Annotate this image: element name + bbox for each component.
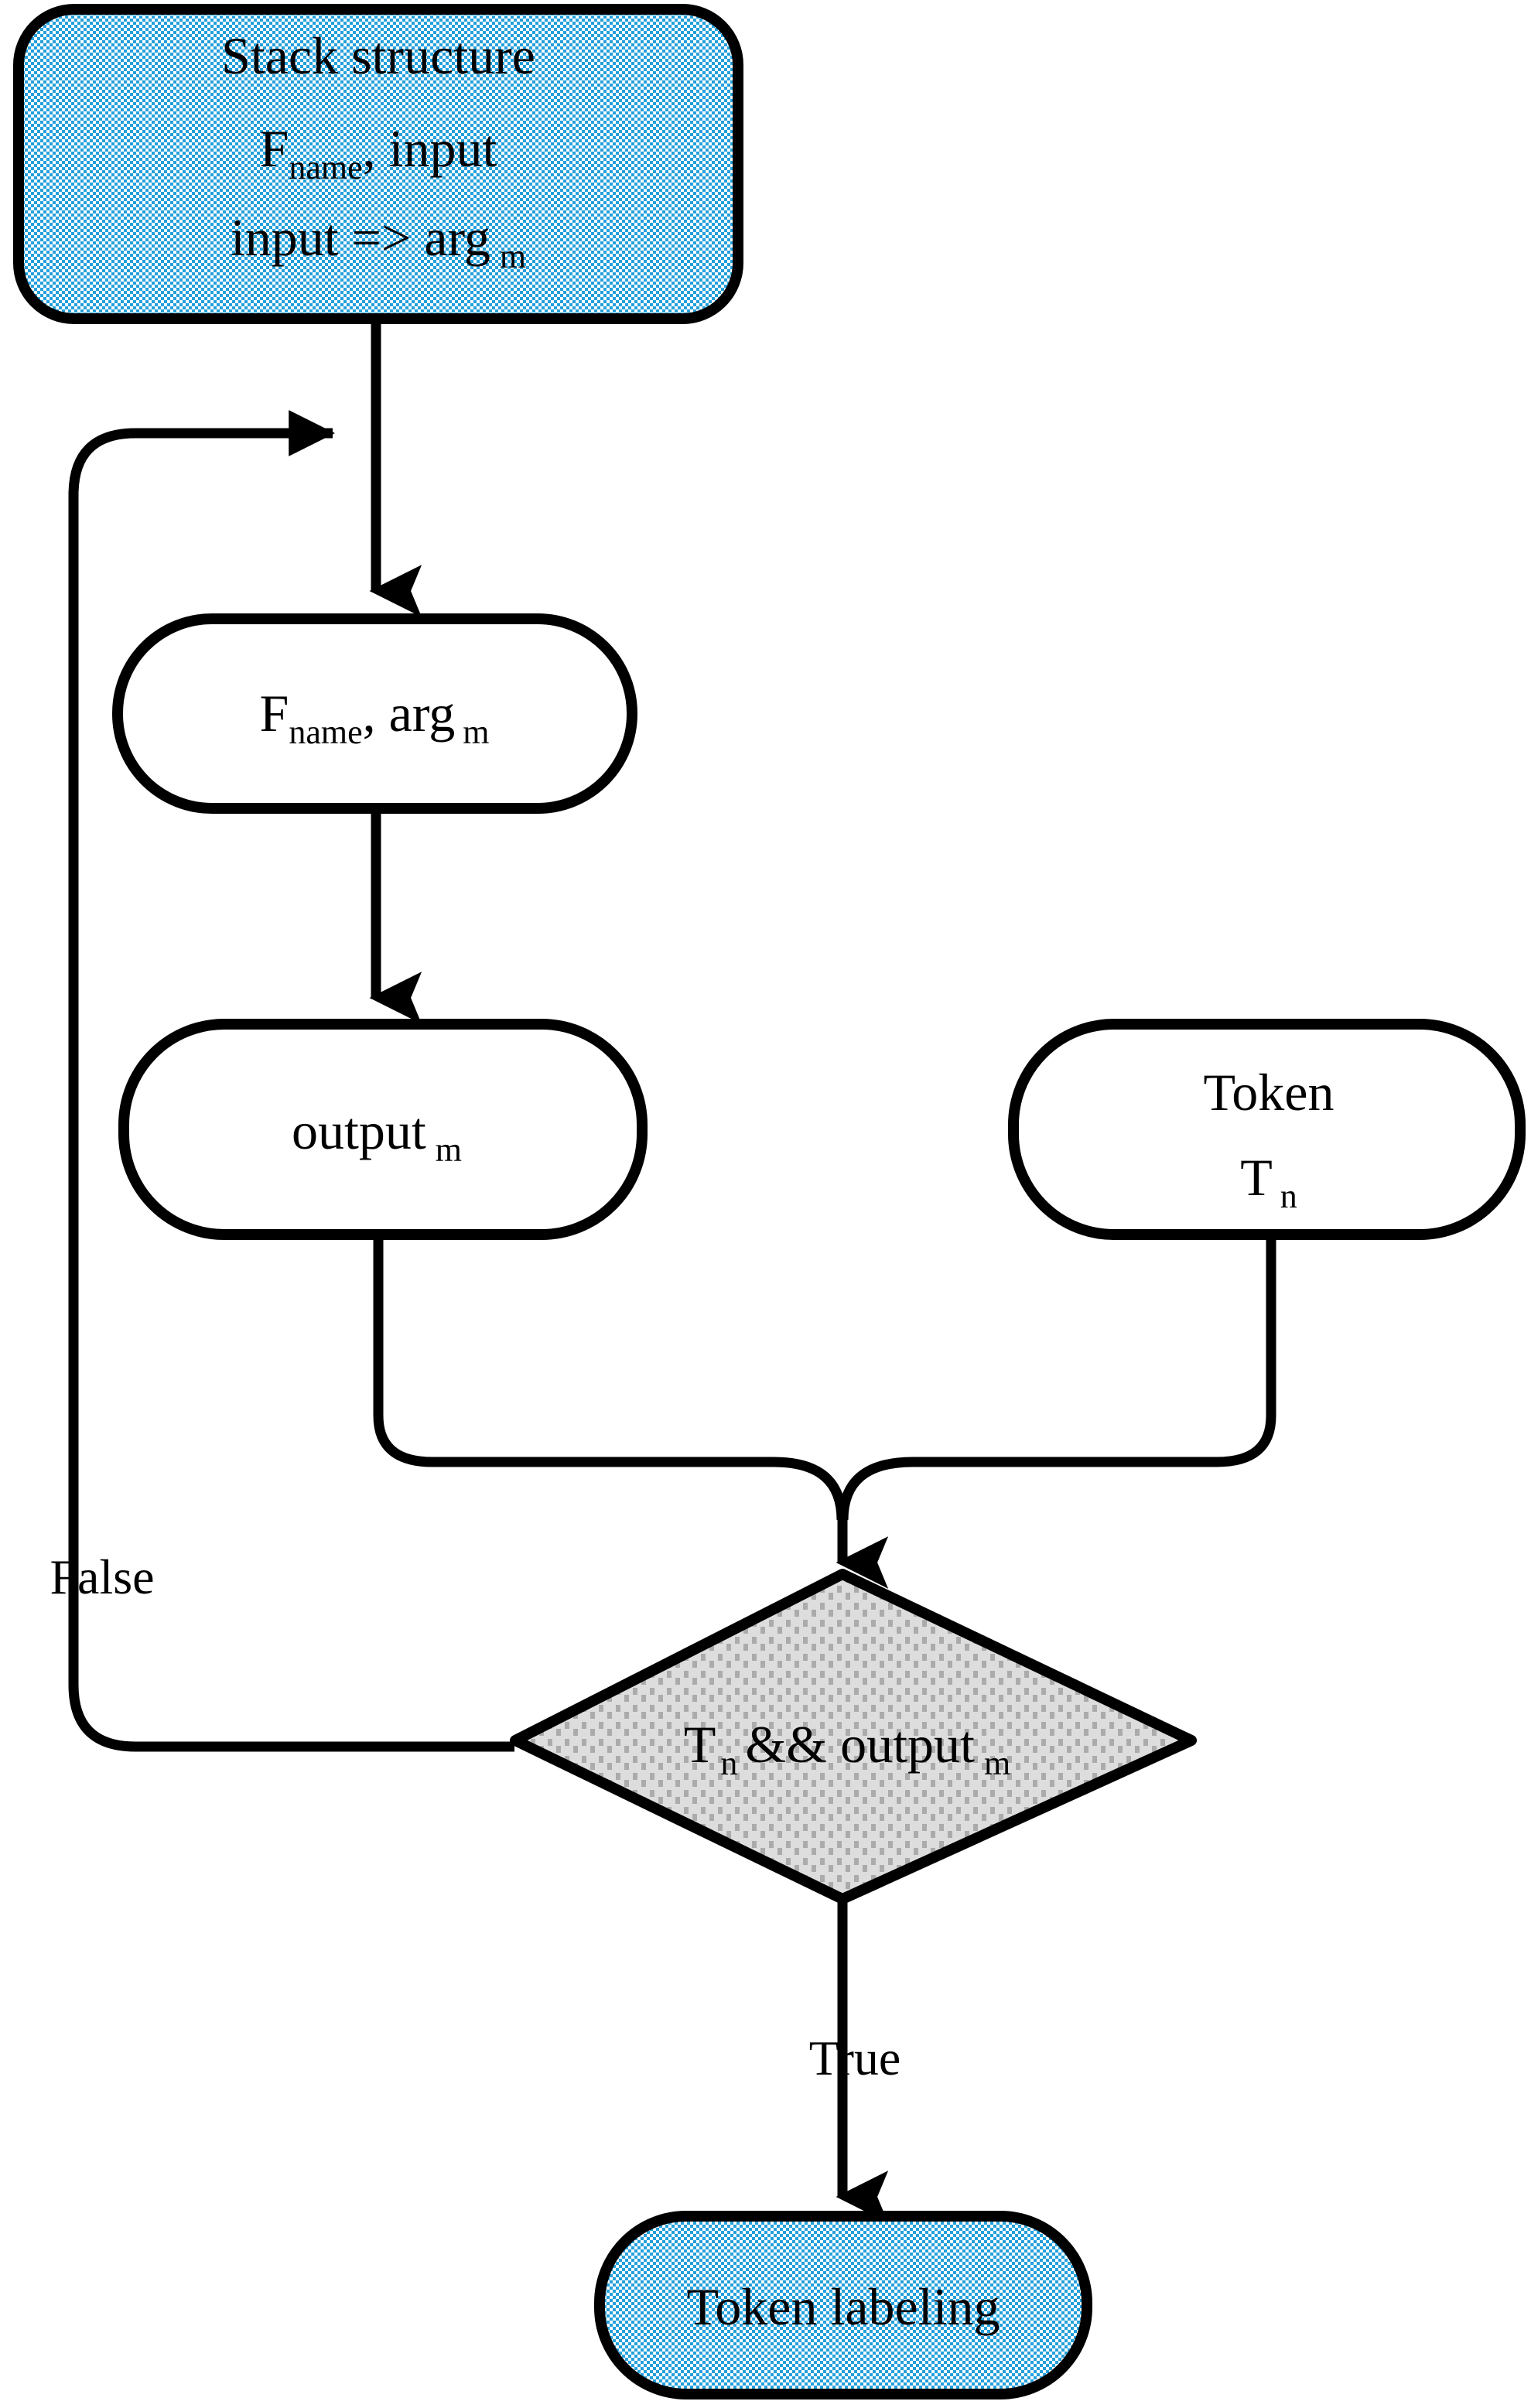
edge-token-to-decision: [838, 1238, 1276, 1521]
stack-structure-line2: Fname, input: [260, 119, 497, 186]
stack-structure-line1: Stack structure: [221, 26, 535, 85]
node-stack-structure[interactable]: Stack structure Fname, input input => ar…: [13, 4, 743, 324]
token-line1: Token: [1204, 1063, 1334, 1122]
edge-output-to-decision: [373, 1238, 847, 1521]
output-shape: [118, 1019, 648, 1240]
stack-structure-shape: [13, 4, 743, 324]
decision-shape: [510, 1569, 1197, 1904]
node-token-labeling[interactable]: Token labeling: [594, 2211, 1092, 2399]
token-labeling-shape: [594, 2211, 1092, 2399]
edge-label-true: True: [809, 2031, 901, 2085]
function-call-shape: [112, 613, 637, 814]
edge-false-feedback-loop: [68, 410, 514, 1752]
token-shape: [1008, 1019, 1526, 1240]
token-labeling-label: Token labeling: [686, 2277, 1000, 2336]
edge-label-false: False: [50, 1549, 154, 1604]
